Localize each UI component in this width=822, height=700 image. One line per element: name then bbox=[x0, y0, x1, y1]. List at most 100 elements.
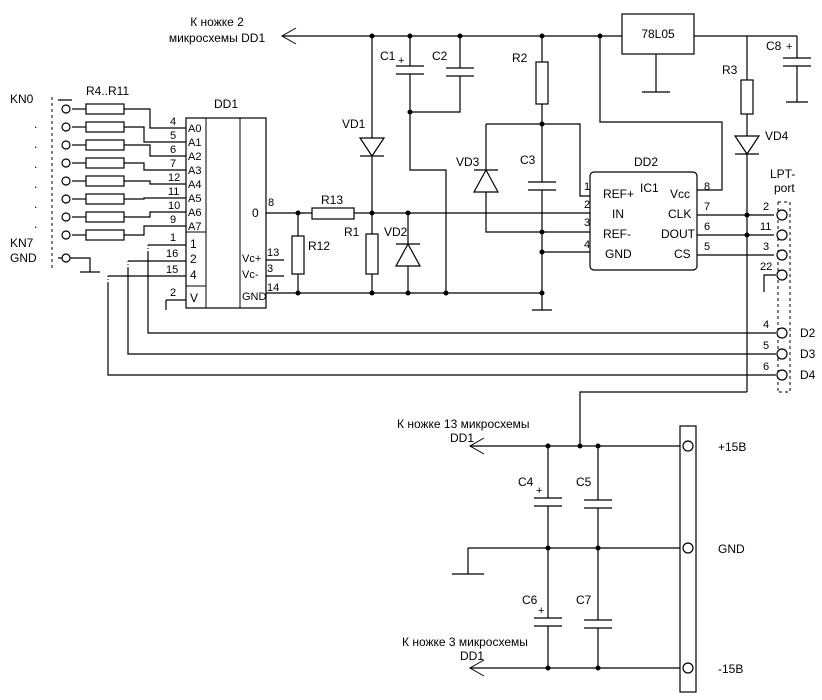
svg-text:5: 5 bbox=[763, 340, 769, 352]
c8-label: C8 bbox=[766, 39, 782, 53]
svg-text:8: 8 bbox=[268, 197, 274, 209]
c6-label: C6 bbox=[522, 593, 538, 607]
vd2-label: VD2 bbox=[384, 225, 408, 239]
svg-text:12: 12 bbox=[168, 172, 180, 184]
mid-arrow-label-2: DD1 bbox=[450, 431, 474, 445]
dd1-chip bbox=[185, 117, 267, 309]
r13-label: R13 bbox=[321, 193, 343, 207]
dd1-title: DD1 bbox=[214, 97, 238, 111]
r3-label: R3 bbox=[722, 63, 738, 77]
svg-text:11: 11 bbox=[168, 186, 179, 198]
svg-text:.: . bbox=[34, 197, 37, 211]
regulator-78l05 bbox=[621, 13, 695, 55]
kn7-label: KN7 bbox=[10, 236, 34, 250]
svg-text:+: + bbox=[536, 485, 542, 497]
svg-text:3: 3 bbox=[763, 241, 769, 253]
top-arrow-label-2: микросхемы DD1 bbox=[169, 31, 266, 45]
svg-text:10: 10 bbox=[168, 200, 180, 212]
svg-text:4: 4 bbox=[190, 268, 197, 282]
svg-text:2: 2 bbox=[190, 252, 197, 266]
vd1-label: VD1 bbox=[342, 117, 366, 131]
svg-text:D2: D2 bbox=[800, 326, 816, 340]
svg-text:1: 1 bbox=[584, 181, 590, 193]
r12-resistor bbox=[291, 235, 305, 275]
r3-resistor bbox=[740, 79, 754, 115]
svg-text:+: + bbox=[786, 41, 792, 53]
r1-resistor bbox=[365, 233, 379, 275]
svg-text:3: 3 bbox=[584, 217, 590, 229]
svg-text:22: 22 bbox=[760, 261, 772, 273]
lpt-d-pins: 4 5 6 D2 D3 D4 bbox=[763, 319, 816, 382]
lpt-title-2: port bbox=[774, 181, 795, 195]
switch-row-0 bbox=[61, 103, 186, 129]
svg-text:REF-: REF- bbox=[603, 227, 631, 241]
svg-text:4: 4 bbox=[170, 116, 176, 128]
mid-arrow-label-1: К ножке 13 микросхемы bbox=[397, 417, 530, 431]
r1-label: R1 bbox=[344, 225, 360, 239]
kn0-label: KN0 bbox=[10, 92, 34, 106]
c4-label: C4 bbox=[518, 475, 534, 489]
svg-text:A5: A5 bbox=[188, 193, 201, 205]
lpt-title-1: LPT- bbox=[770, 167, 795, 181]
dd2-left-pins: 1 2 3 4 bbox=[584, 181, 590, 251]
r2-resistor bbox=[535, 61, 549, 105]
svg-text:7: 7 bbox=[704, 201, 710, 213]
svg-text:GND: GND bbox=[242, 291, 267, 303]
svg-text:A4: A4 bbox=[188, 179, 201, 191]
switch-row-7 bbox=[61, 225, 186, 241]
dd2-right-labels: Vcc CLK DOUT CS bbox=[661, 187, 696, 261]
svg-text:4: 4 bbox=[584, 239, 590, 251]
vd4-label: VD4 bbox=[765, 129, 789, 143]
svg-text:Vc-: Vc- bbox=[242, 269, 259, 281]
svg-text:DOUT: DOUT bbox=[661, 227, 696, 241]
c5-label: C5 bbox=[576, 475, 592, 489]
svg-text:IN: IN bbox=[612, 207, 624, 221]
dd2-left-labels: REF+ IN REF- GND bbox=[603, 187, 634, 261]
svg-text:.: . bbox=[34, 117, 37, 131]
svg-text:5: 5 bbox=[170, 130, 176, 142]
svg-text:6: 6 bbox=[170, 144, 176, 156]
svg-text:15: 15 bbox=[166, 264, 178, 276]
svg-text:6: 6 bbox=[763, 361, 769, 373]
switch-row-5 bbox=[61, 193, 186, 205]
svg-text:3: 3 bbox=[267, 263, 273, 275]
svg-text:16: 16 bbox=[166, 248, 178, 260]
r2-label: R2 bbox=[512, 51, 528, 65]
svg-text:6: 6 bbox=[704, 221, 710, 233]
svg-text:GND: GND bbox=[605, 247, 632, 261]
svg-text:A7: A7 bbox=[188, 221, 201, 233]
dd1-address-labels: A0 A1 A2 A3 A4 A5 A6 A7 bbox=[188, 123, 201, 233]
dd2-right-pins: 8 7 6 5 bbox=[704, 181, 710, 253]
c7-label: C7 bbox=[576, 593, 592, 607]
svg-text:9: 9 bbox=[170, 214, 176, 226]
svg-text:1: 1 bbox=[190, 237, 197, 251]
svg-text:V: V bbox=[190, 291, 198, 305]
power-plus-label: +15В bbox=[718, 440, 746, 454]
svg-text:.: . bbox=[34, 217, 37, 231]
svg-text:.: . bbox=[34, 137, 37, 151]
r4-r11-label: R4..R11 bbox=[86, 84, 129, 98]
c2-label: C2 bbox=[432, 49, 448, 63]
svg-text:D3: D3 bbox=[800, 347, 816, 361]
dd1-address-pins: 4 5 6 7 12 11 10 9 bbox=[168, 116, 180, 226]
svg-text:D4: D4 bbox=[800, 368, 816, 382]
svg-text:78L05: 78L05 bbox=[641, 27, 675, 41]
svg-text:5: 5 bbox=[704, 241, 710, 253]
svg-text:7: 7 bbox=[170, 158, 176, 170]
svg-text:11: 11 bbox=[760, 221, 771, 233]
svg-text:Vcc: Vcc bbox=[670, 187, 690, 201]
svg-text:A1: A1 bbox=[188, 137, 201, 149]
svg-text:.: . bbox=[34, 157, 37, 171]
bot-arrow-label-2: DD1 bbox=[460, 649, 484, 663]
svg-text:8: 8 bbox=[704, 181, 710, 193]
svg-text:REF+: REF+ bbox=[603, 187, 634, 201]
lpt-right-pins: 2 11 3 22 bbox=[760, 201, 788, 281]
c1-label: C1 bbox=[380, 49, 396, 63]
svg-text:IC1: IC1 bbox=[640, 181, 659, 195]
top-arrow-label-1: К ножке 2 bbox=[190, 15, 244, 29]
r12-label: R12 bbox=[308, 239, 330, 253]
svg-text:+: + bbox=[398, 55, 404, 67]
svg-text:+: + bbox=[538, 605, 544, 617]
dd1-lower-left: 1 16 15 2 1 2 4 V bbox=[166, 232, 198, 305]
